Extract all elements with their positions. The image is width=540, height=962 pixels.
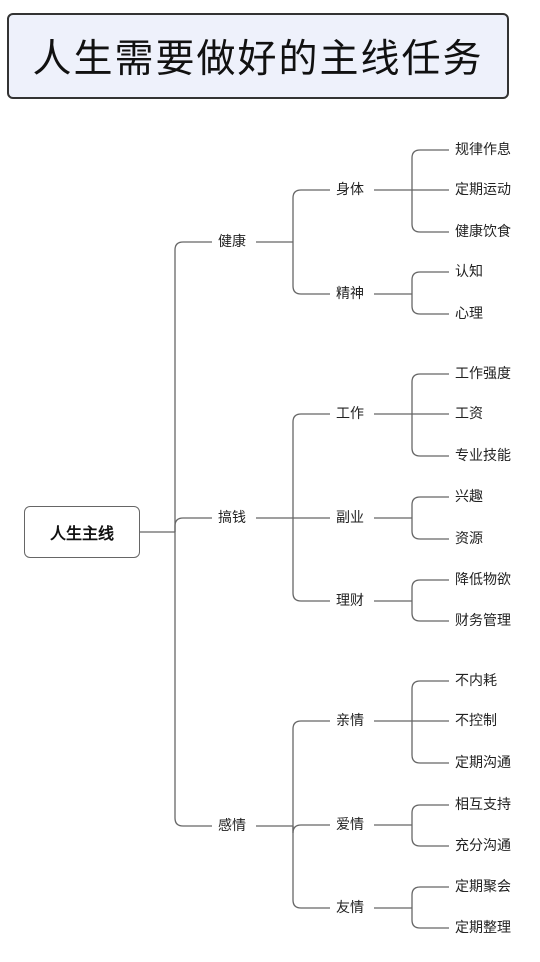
topic-link-branch <box>411 680 449 721</box>
leaf-node[interactable]: 不控制 <box>455 713 497 729</box>
leaf-node[interactable]: 相互支持 <box>455 797 511 813</box>
leaf-node[interactable]: 专业技能 <box>455 448 511 464</box>
topic-link-branch <box>411 373 449 414</box>
page-title: 人生需要做好的主线任务 <box>32 37 484 82</box>
topic-node[interactable]: 理财 <box>336 593 364 609</box>
leaf-node[interactable]: 定期沟通 <box>455 755 511 771</box>
topic-node[interactable]: 友情 <box>336 900 364 916</box>
root-link-branch <box>174 532 212 827</box>
topic-node[interactable]: 工作 <box>336 406 364 422</box>
leaf-node[interactable]: 规律作息 <box>455 142 511 158</box>
title-box: 人生需要做好的主线任务 <box>7 13 509 99</box>
root-link-branch <box>174 241 212 532</box>
topic-link-branch <box>411 886 449 908</box>
branch-link-branch <box>292 824 330 834</box>
branch-link-branch <box>292 413 330 518</box>
root-node-label: 人生主线 <box>49 524 114 543</box>
leaf-node[interactable]: 不内耗 <box>455 673 497 689</box>
topic-link-branch <box>411 294 449 315</box>
topic-link-branch <box>411 825 449 847</box>
leaf-node[interactable]: 认知 <box>455 264 483 280</box>
topic-node[interactable]: 爱情 <box>336 817 364 833</box>
leaf-node[interactable]: 定期运动 <box>455 182 511 198</box>
leaf-node[interactable]: 降低物欲 <box>455 572 511 588</box>
leaf-node[interactable]: 财务管理 <box>455 613 511 629</box>
branch-link-branch <box>292 720 330 826</box>
branch-link-branch <box>292 242 330 295</box>
branch-link-branch <box>292 826 330 909</box>
branch-node[interactable]: 搞钱 <box>218 510 246 526</box>
topic-node[interactable]: 亲情 <box>336 713 364 729</box>
leaf-node[interactable]: 工资 <box>455 406 483 422</box>
topic-link-branch <box>411 190 449 233</box>
branch-node[interactable]: 感情 <box>218 818 246 834</box>
topic-link-branch <box>411 601 449 622</box>
leaf-node[interactable]: 工作强度 <box>455 366 511 382</box>
leaf-node[interactable]: 定期聚会 <box>455 879 511 895</box>
topic-link-branch <box>411 271 449 294</box>
topic-link-branch <box>411 908 449 929</box>
topic-node[interactable]: 身体 <box>336 182 364 198</box>
leaf-node[interactable]: 健康饮食 <box>455 224 511 240</box>
topic-link-branch <box>411 518 449 540</box>
leaf-node[interactable]: 资源 <box>455 531 483 547</box>
branch-node[interactable]: 健康 <box>218 234 246 250</box>
leaf-node[interactable]: 充分沟通 <box>455 838 511 854</box>
leaf-node[interactable]: 定期整理 <box>455 920 511 936</box>
topic-node[interactable]: 精神 <box>336 286 364 302</box>
topic-node[interactable]: 副业 <box>336 510 364 526</box>
topic-link-branch <box>411 721 449 764</box>
topic-link-branch <box>411 579 449 601</box>
root-node[interactable]: 人生主线 <box>24 506 140 558</box>
leaf-node[interactable]: 兴趣 <box>455 489 483 505</box>
root-link-branch <box>174 517 212 532</box>
topic-link-branch <box>411 496 449 518</box>
topic-link-branch <box>411 149 449 190</box>
topic-link-branch <box>411 804 449 825</box>
leaf-node[interactable]: 心理 <box>455 306 483 322</box>
topic-link-branch <box>411 414 449 457</box>
branch-link-branch <box>292 189 330 242</box>
branch-link-branch <box>292 518 330 602</box>
